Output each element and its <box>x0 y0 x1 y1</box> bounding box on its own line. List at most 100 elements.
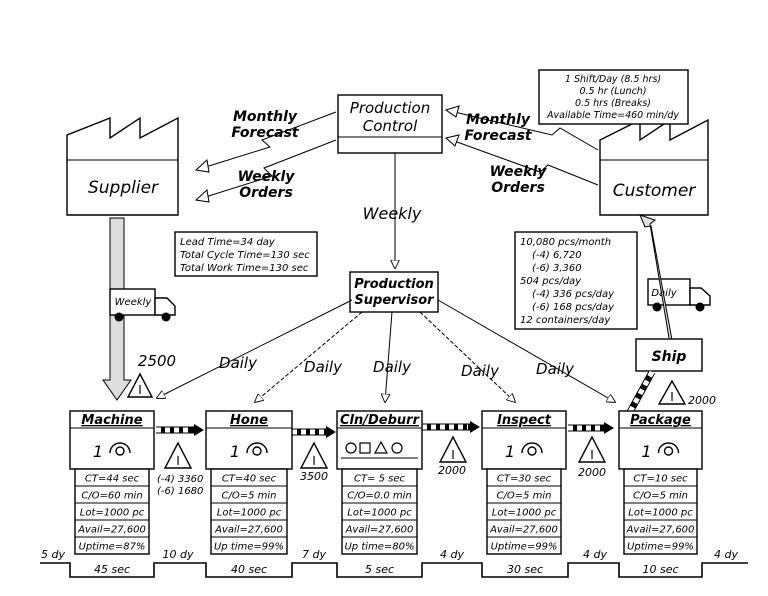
inventory-count: 3500 <box>300 470 328 483</box>
timeline-seconds: 45 sec <box>94 563 130 576</box>
inventory-triangle: I <box>438 435 468 463</box>
customer-info-line: 0.5 hrs (Breaks) <box>575 98 651 109</box>
process-metric: C/O=5 min <box>497 491 552 502</box>
inventory-count: 2000 <box>688 394 716 407</box>
production-control-line2: Control <box>363 117 418 135</box>
inventory-count: 2500 <box>138 352 176 370</box>
svg-text:I: I <box>312 454 316 468</box>
inventory-count: (-6) 1680 <box>157 486 203 497</box>
weekly-orders-left: Orders <box>239 185 293 201</box>
monthly-forecast-left: Forecast <box>231 125 300 141</box>
process-name: Machine <box>81 413 142 428</box>
supervisor-line1: Production <box>354 277 434 292</box>
demand-box: 10,080 pcs/month (-4) 6,720 (-6) 3,360 5… <box>514 231 638 330</box>
demand-line: (-6) 168 pcs/day <box>532 302 615 313</box>
process-metric: Lot=1000 pc <box>80 508 145 519</box>
daily-label: Daily <box>373 358 412 376</box>
process-name: Hone <box>230 413 268 428</box>
operator-count: 1 <box>230 442 240 461</box>
inventory-triangle: I <box>577 435 607 463</box>
process-metric: Uptime=99% <box>491 542 558 553</box>
svg-text:I: I <box>138 383 142 397</box>
process-metric: Lot=1000 pc <box>628 508 693 519</box>
demand-line: 504 pcs/day <box>520 276 582 287</box>
truck-label-daily: Daily <box>651 288 677 299</box>
weekly-orders-left: Weekly <box>238 169 296 185</box>
production-supervisor-box: Production Supervisor <box>349 271 439 313</box>
inventory-triangle: I <box>299 441 329 469</box>
customer-info-box: 1 Shift/Day (8.5 hrs) 0.5 hr (Lunch) 0.5… <box>538 69 689 125</box>
process-metric: CT=40 sec <box>222 474 277 485</box>
process-metric: C/O=60 min <box>81 491 142 502</box>
demand-line: (-6) 3,360 <box>532 263 582 274</box>
supervisor-line2: Supervisor <box>354 293 435 308</box>
process-metric: C/O=5 min <box>222 491 277 502</box>
truck-label-weekly: Weekly <box>115 297 153 308</box>
process-metric: Lot=1000 pc <box>492 508 557 519</box>
lead-time-line: Lead Time=34 day <box>180 237 276 248</box>
daily-label: Daily <box>304 358 343 376</box>
demand-line: 12 containers/day <box>520 315 611 326</box>
operator-count: 1 <box>505 442 515 461</box>
supplier-factory: Supplier <box>66 116 179 216</box>
daily-schedule-arrows <box>157 299 615 402</box>
timeline-days: 4 dy <box>714 548 738 561</box>
timeline-seconds: 5 sec <box>365 563 394 576</box>
demand-line: 10,080 pcs/month <box>520 237 611 248</box>
timeline-days: 4 dy <box>583 548 607 561</box>
inventory-count: (-4) 3360 <box>157 474 203 485</box>
svg-text:I: I <box>451 448 455 462</box>
truck-icon: Weekly <box>109 288 176 322</box>
customer-label: Customer <box>613 181 697 201</box>
inventory-triangle: I <box>126 372 154 398</box>
lead-time-box: Lead Time=34 day Total Cycle Time=130 se… <box>174 231 318 277</box>
demand-line: (-4) 336 pcs/day <box>532 289 615 300</box>
supplier-label: Supplier <box>88 178 159 198</box>
process-metric: Avail=27,600 <box>345 525 414 536</box>
truck-icon: Daily <box>647 278 711 312</box>
process-name: Cln/Deburr <box>340 413 421 428</box>
process-metric: Lot=1000 pc <box>217 508 282 519</box>
operator-icon <box>657 442 680 456</box>
svg-text:I: I <box>176 454 180 468</box>
process-name: Package <box>630 413 691 428</box>
timeline-days: 10 dy <box>163 548 194 561</box>
process-metric: CT=10 sec <box>633 474 688 485</box>
process-metric: Avail=27,600 <box>626 525 695 536</box>
process-metric: Avail=27,600 <box>489 525 558 536</box>
inventory-triangle: I <box>163 441 193 469</box>
daily-label: Daily <box>536 360 575 378</box>
process-metric: CT=30 sec <box>497 474 552 485</box>
timeline-days: 5 dy <box>41 548 65 561</box>
timeline-days: 4 dy <box>440 548 464 561</box>
operator-count: 1 <box>641 442 651 461</box>
operator-icon <box>246 442 268 456</box>
inventory-count: 2000 <box>438 464 466 477</box>
weekly-label: Weekly <box>363 204 422 223</box>
ship-box: Ship <box>635 338 703 372</box>
svg-text:I: I <box>670 390 674 404</box>
weekly-orders-right: Orders <box>491 180 545 196</box>
ship-label: Ship <box>652 349 687 365</box>
production-control-line1: Production <box>350 99 430 117</box>
customer-info-line: Available Time=460 min/dy <box>546 110 679 121</box>
timeline-seconds: 40 sec <box>231 563 267 576</box>
lead-time-line: Total Work Time=130 sec <box>180 263 309 274</box>
svg-text:I: I <box>590 448 594 462</box>
process-metric: C/O=5 min <box>633 491 688 502</box>
daily-label: Daily <box>461 362 500 380</box>
inventory-count: 2000 <box>578 466 606 479</box>
ship-conveyor <box>626 370 656 414</box>
process-metric: CT= 5 sec <box>354 474 406 485</box>
inventory-triangle: I <box>657 379 687 405</box>
timeline-seconds: 30 sec <box>507 563 543 576</box>
weekly-orders-right: Weekly <box>490 164 548 180</box>
customer-info-line: 0.5 hr (Lunch) <box>579 86 646 97</box>
process-metric: Avail=27,600 <box>214 525 283 536</box>
lead-time-line: Total Cycle Time=130 sec <box>180 250 310 261</box>
